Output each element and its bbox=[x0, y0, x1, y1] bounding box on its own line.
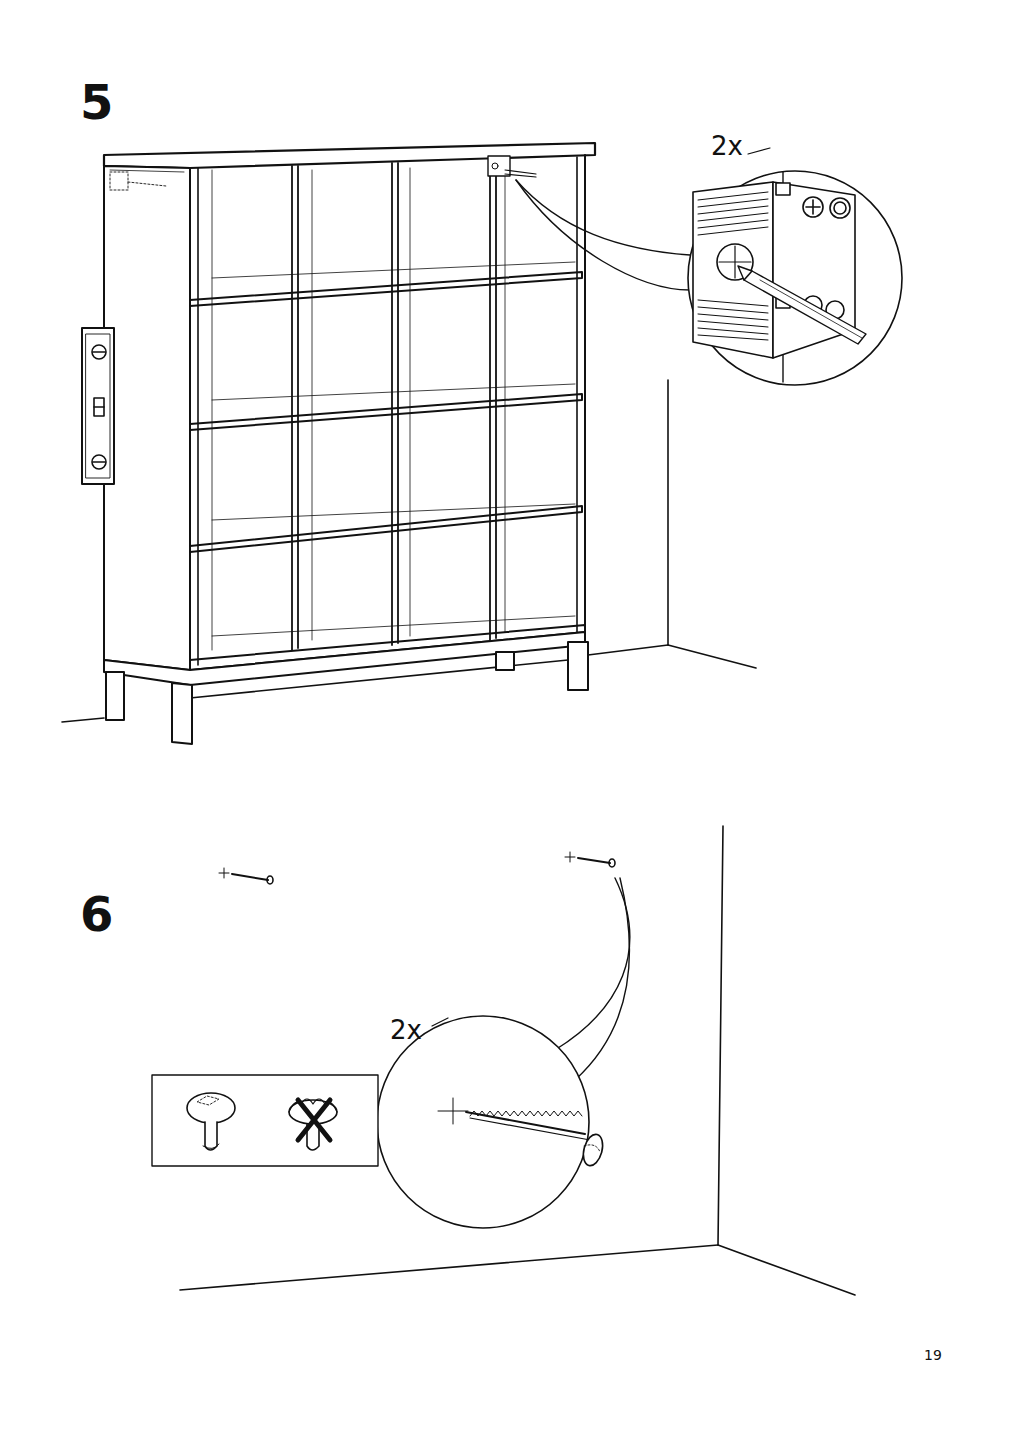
wall-scene bbox=[180, 826, 855, 1295]
shelf-unit bbox=[62, 143, 756, 744]
quantity-label: 2x bbox=[390, 1017, 422, 1043]
step-number: 6 bbox=[80, 890, 113, 938]
quantity-label: 2x bbox=[711, 133, 743, 159]
detail-callout bbox=[516, 148, 902, 385]
detail-callout bbox=[152, 878, 630, 1228]
step-number: 5 bbox=[80, 78, 113, 126]
page-number: 19 bbox=[924, 1348, 942, 1362]
